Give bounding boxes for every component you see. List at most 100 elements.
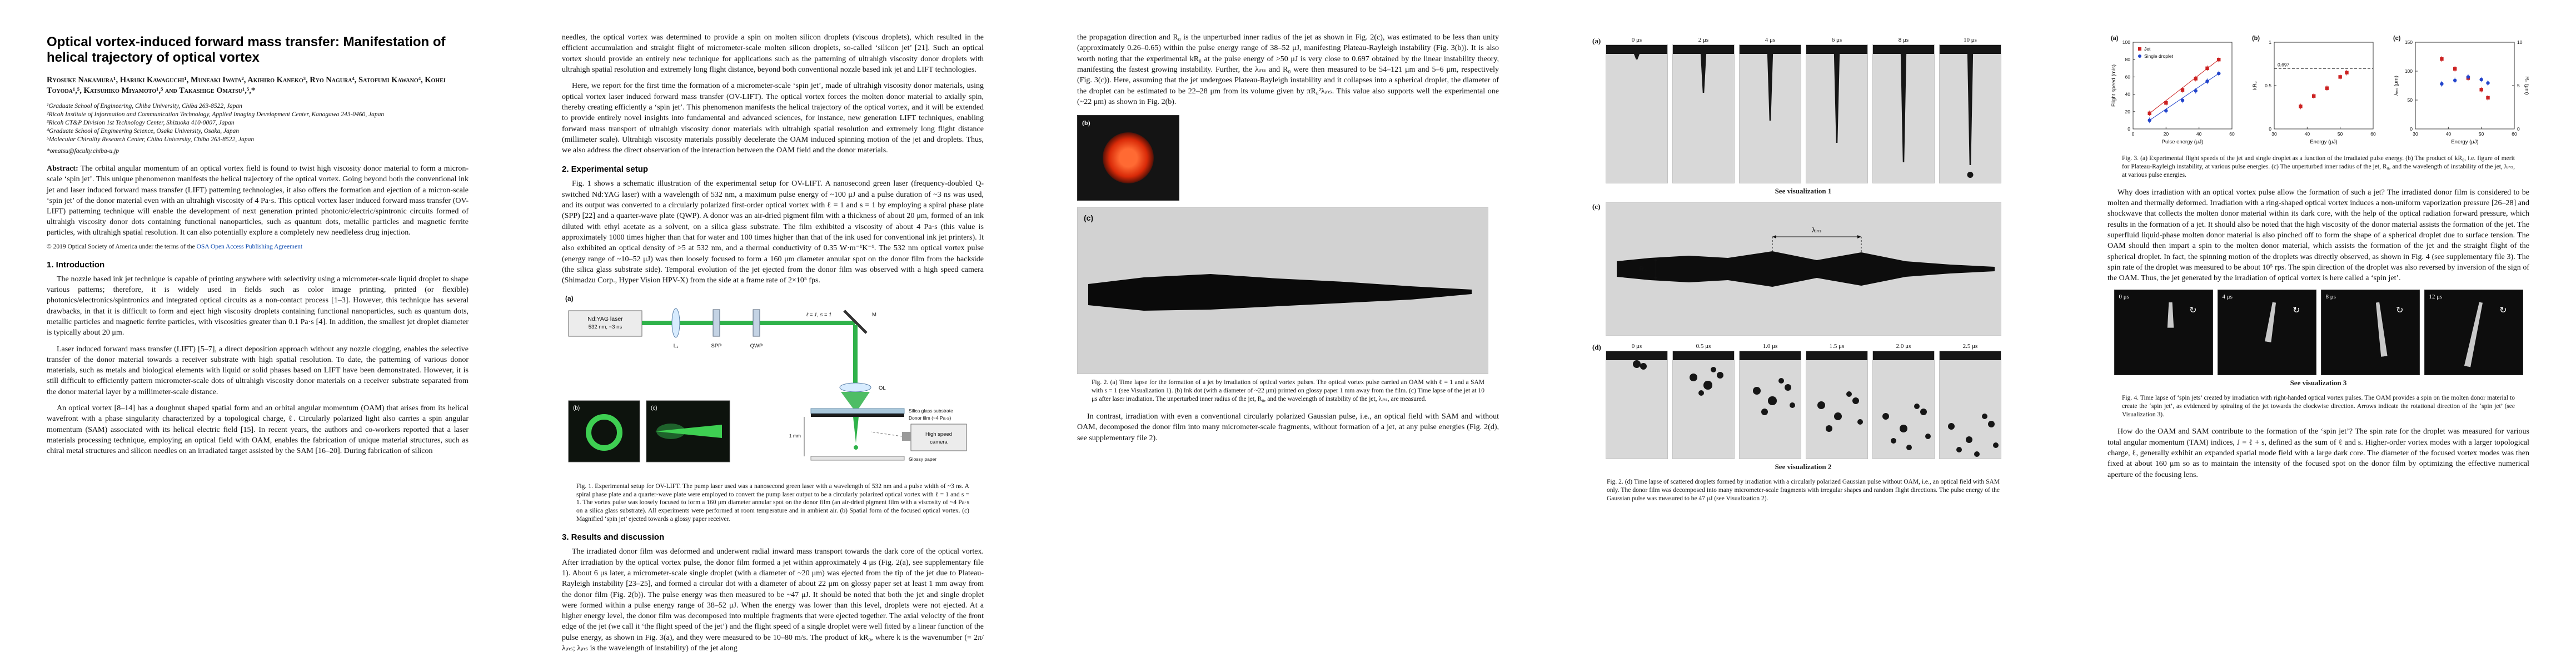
svg-text:20: 20 [2125,109,2130,115]
focusing-cone [841,391,870,409]
page-1: Optical vortex-induced forward mass tran… [0,0,515,667]
fig1-inset-b [568,400,640,462]
page-3: the propagation direction and R₀ is the … [1030,0,1546,667]
svg-text:5: 5 [2517,83,2520,88]
r0-label: R₀ [1639,265,1647,273]
svg-text:(c): (c) [2393,35,2401,42]
timelapse-frame: 0.5 μs [1672,343,1735,459]
qwp-label: QWP [750,343,763,349]
frame-time: 1.0 μs [1762,343,1778,350]
svg-text:R₀ (μm): R₀ (μm) [2524,76,2529,94]
ink-dot-shape [1103,132,1154,184]
camera-lens-icon [902,431,911,441]
paragraph: Laser induced forward mass transfer (LIF… [47,345,469,396]
fig2-caption: Fig. 2. (a) Time lapse for the formation… [1092,379,1484,403]
frame-time: 0 μs [2119,293,2129,300]
fig2-panel-b-label: (b) [1082,119,1090,127]
svg-text:50: 50 [2407,97,2413,103]
paragraph: Why does irradiation with an optical vor… [2107,188,2529,283]
substrate-label: Silica glass substrate [909,408,953,414]
jet-closeup-image: R₀ λᵢₙₛ [1605,202,2002,336]
receiver-paper [810,456,905,461]
timelapse-frame: 0 μs [1606,37,1668,183]
fig2d-timelapse-row: (d) 0 μs 0.5 μs 1.0 μs 1.5 μs [1592,343,2014,459]
rotation-arrow-icon: ↻ [2499,305,2507,315]
gap-label: 1 mm [789,433,801,439]
spinjet-frame: 4 μs ↻ [2217,289,2316,375]
svg-text:60: 60 [2512,131,2517,137]
svg-text:0: 0 [2410,126,2413,132]
arrowhead [1857,235,1861,238]
spp-label: SPP [711,343,721,349]
camera-box [910,424,967,451]
abstract: Abstract: The orbital angular momentum o… [47,163,469,237]
timelapse-frame: 4 μs [1739,37,1801,183]
arrowhead [1654,277,1657,280]
svg-text:0.5: 0.5 [2265,83,2271,88]
paragraph: needles, the optical vortex was determin… [562,33,984,74]
svg-text:0: 0 [2269,126,2271,132]
affiliation: ⁵Molecular Chirality Research Center, Ch… [47,136,255,143]
svg-text:80: 80 [2125,57,2130,62]
svg-text:1: 1 [2269,39,2271,45]
timelapse-frame: 2 μs [1672,37,1735,183]
affiliation: ²Ricoh Institute of Information and Comm… [47,111,385,118]
timelapse-frame: 1.5 μs [1806,343,1868,459]
mode-label: ℓ = 1, s = 1 [806,312,831,318]
svg-text:50: 50 [2337,131,2343,137]
see-visualization-3-link[interactable]: See visualization 3 [2290,378,2347,387]
svg-text:10: 10 [2517,39,2523,45]
page-4: (a) 0 μs 2 μs 4 μs 6 μs [1546,0,2061,667]
fig1-panel-a-label: (a) [565,295,574,302]
svg-text:Pulse energy (μJ): Pulse energy (μJ) [2161,139,2203,145]
mirror-label: M [872,312,876,318]
frame-time: 2.0 μs [1896,343,1911,350]
svg-text:0: 0 [2131,131,2134,137]
fig1-panel-b-label: (b) [573,405,580,411]
osa-license-link[interactable]: OSA Open Access Publishing Agreement [196,243,303,250]
jet-shape [853,416,859,443]
jet-closeup-silhouette [1617,251,1995,287]
fig3-caption: Fig. 3. (a) Experimental flight speeds o… [2122,155,2515,178]
figure-4: 0 μs ↻ 4 μs ↻ 8 μs ↻ 12 μs ↻ [2107,289,2529,375]
author-list: Ryosuke Nakamura¹, Haruki Kawaguchi¹, Mu… [47,75,446,96]
spin-jet-shape [655,424,722,438]
objective-lens-icon [839,382,871,392]
droplet-shape [854,445,858,450]
frame-time: 1.5 μs [1829,343,1845,350]
svg-text:60: 60 [2229,131,2235,137]
frame-time: 10 μs [1964,37,1977,43]
timelapse-frame: 6 μs [1806,37,1868,183]
frame-time: 2.5 μs [1962,343,1978,350]
laser-spec-label: 532 nm, ~3 ns [589,324,622,330]
donor-film [811,413,904,417]
svg-text:(a): (a) [2111,35,2119,42]
see-visualization-1-link[interactable]: See visualization 1 [1775,187,1832,195]
spinjet-frame: 8 μs ↻ [2320,289,2420,375]
email-link[interactable]: *omatsu@faculty.chiba-u.jp [47,148,119,155]
laser-label: Nd:YAG laser [587,316,623,322]
spiral-phase-plate-icon [712,309,720,337]
jet-silhouette [1088,274,1472,311]
frame-time: 2 μs [1698,37,1709,43]
svg-text:Single droplet: Single droplet [2144,53,2174,59]
fig4-caption: Fig. 4. Time lapse of ‘spin jets’ create… [2122,394,2515,418]
paper-title: Optical vortex-induced forward mass tran… [47,34,446,66]
svg-text:20: 20 [2163,131,2169,137]
frame-time: 8 μs [2325,293,2336,300]
spinjet-frame: 12 μs ↻ [2424,289,2523,375]
svg-text:λᵢₙₛ (μm): λᵢₙₛ (μm) [2393,76,2399,96]
corresponding-email: *omatsu@faculty.chiba-u.jp [47,148,469,155]
mirror-icon [843,309,868,334]
donor-label: Donor film (~4 Pa·s) [909,415,951,421]
frame-time: 4 μs [1765,37,1776,43]
fig1-panel-c-label: (c) [651,405,657,411]
svg-text:100: 100 [2404,68,2412,74]
fig2d-caption: Fig. 2. (d) Time lapse of scattered drop… [1607,479,2000,502]
page-2: needles, the optical vortex was determin… [515,0,1030,667]
see-visualization-2-link[interactable]: See visualization 2 [1775,462,1832,471]
fig2-panel-c-label: (c) [1592,202,1601,211]
green-beam [642,320,855,325]
